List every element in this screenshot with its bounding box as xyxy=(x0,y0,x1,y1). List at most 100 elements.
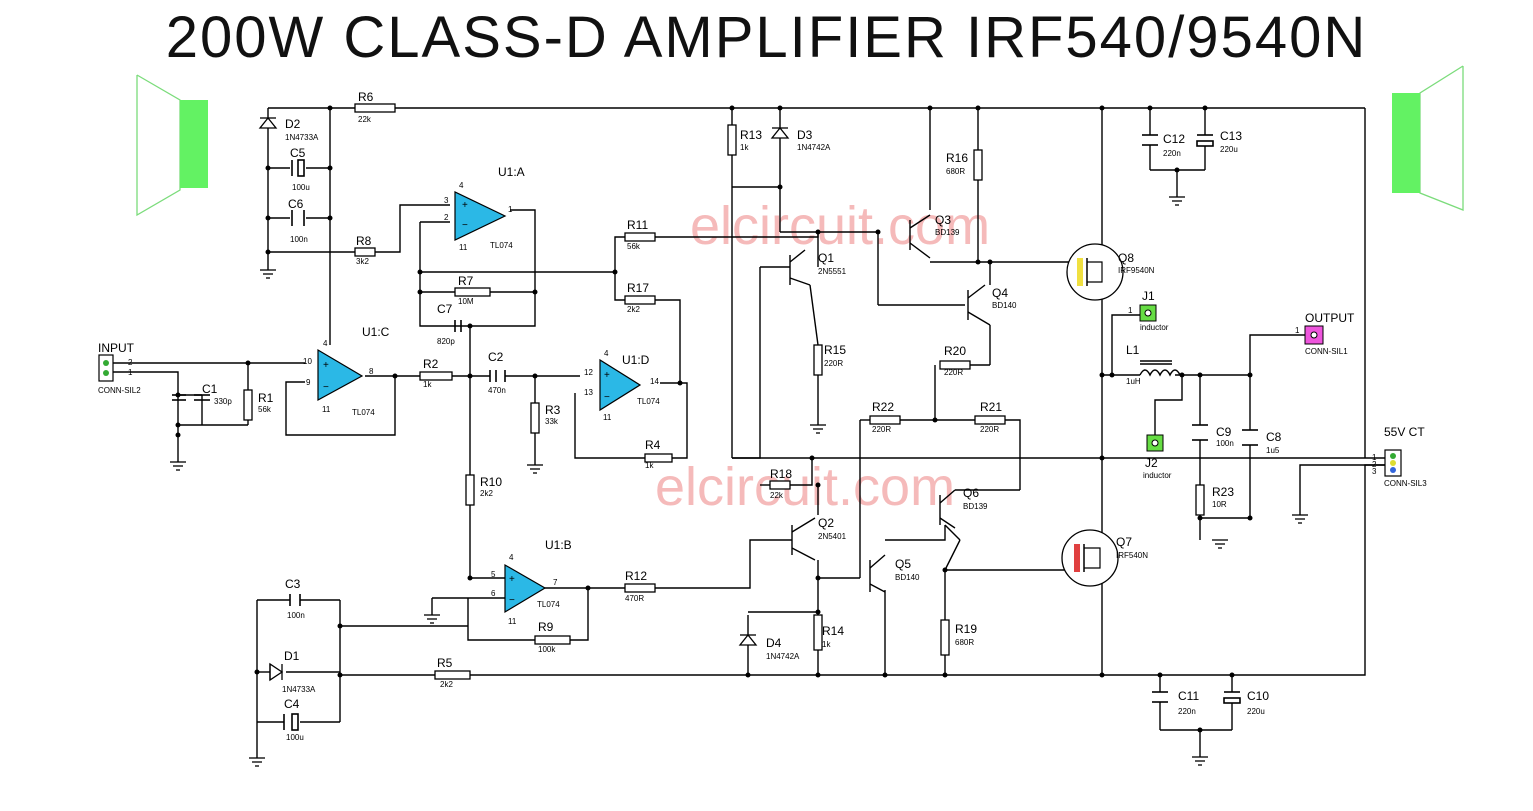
svg-text:11: 11 xyxy=(322,405,331,414)
svg-text:330p: 330p xyxy=(214,397,232,406)
svg-text:+: + xyxy=(509,574,515,585)
svg-text:2: 2 xyxy=(444,213,449,222)
svg-text:1u5: 1u5 xyxy=(1266,446,1280,455)
r8-label: R8 xyxy=(356,234,372,248)
svg-text:BD139: BD139 xyxy=(935,228,960,237)
svg-text:1N4742A: 1N4742A xyxy=(766,652,800,661)
transistors xyxy=(789,214,991,593)
mosfet-q8-icon xyxy=(1066,243,1124,301)
speaker-right-icon xyxy=(1392,65,1464,211)
r2-label: R2 xyxy=(423,357,439,371)
svg-text:+: + xyxy=(604,370,610,381)
c8-label: C8 xyxy=(1266,430,1282,444)
watermark-top: elcircuit.com xyxy=(690,196,990,256)
svg-text:2k2: 2k2 xyxy=(440,680,453,689)
svg-text:IRF540N: IRF540N xyxy=(1116,551,1148,560)
capacitors xyxy=(172,134,1258,731)
r6-label: R6 xyxy=(358,90,374,104)
r16-label: R16 xyxy=(946,151,968,165)
svg-text:1N4733A: 1N4733A xyxy=(282,685,316,694)
svg-text:4: 4 xyxy=(323,339,328,348)
svg-text:2N5401: 2N5401 xyxy=(818,532,847,541)
output-label: OUTPUT xyxy=(1305,311,1355,325)
svg-text:100u: 100u xyxy=(292,183,310,192)
opamp-u1c-icon: + − xyxy=(317,348,364,402)
u1a-label: U1:A xyxy=(498,165,525,179)
r18-label: R18 xyxy=(770,467,792,481)
svg-text:2N5551: 2N5551 xyxy=(818,267,847,276)
svg-text:12: 12 xyxy=(584,368,593,377)
svg-text:2k2: 2k2 xyxy=(480,489,493,498)
r3-label: R3 xyxy=(545,403,561,417)
r12-label: R12 xyxy=(625,569,647,583)
d1-label: D1 xyxy=(284,649,300,663)
svg-text:inductor: inductor xyxy=(1140,323,1169,332)
r23-label: R23 xyxy=(1212,485,1234,499)
svg-text:220u: 220u xyxy=(1220,145,1238,154)
svg-text:10R: 10R xyxy=(1212,500,1227,509)
svg-text:3: 3 xyxy=(444,196,449,205)
svg-text:1: 1 xyxy=(508,205,513,214)
svg-text:22k: 22k xyxy=(770,491,784,500)
svg-text:inductor: inductor xyxy=(1143,471,1172,480)
svg-text:220R: 220R xyxy=(824,359,843,368)
svg-text:220R: 220R xyxy=(872,425,891,434)
r9-label: R9 xyxy=(538,620,554,634)
svg-text:3: 3 xyxy=(1372,467,1377,476)
output-terminal-icon xyxy=(1304,325,1324,345)
q6-label: Q6 xyxy=(963,486,979,500)
resistors xyxy=(243,103,1205,680)
svg-text:1: 1 xyxy=(1295,326,1300,335)
r11-label: R11 xyxy=(627,218,648,232)
svg-text:CONN-SIL1: CONN-SIL1 xyxy=(1305,347,1348,356)
svg-text:−: − xyxy=(462,220,468,231)
svg-text:9: 9 xyxy=(306,378,311,387)
c5-label: C5 xyxy=(290,146,306,160)
c6-label: C6 xyxy=(288,197,304,211)
svg-text:100k: 100k xyxy=(538,645,556,654)
u1d-label: U1:D xyxy=(622,353,650,367)
svg-text:−: − xyxy=(323,382,329,393)
j2-label: J2 xyxy=(1145,456,1158,470)
c9-label: C9 xyxy=(1216,425,1232,439)
svg-text:820p: 820p xyxy=(437,337,455,346)
svg-text:+: + xyxy=(323,360,329,371)
svg-text:TL074: TL074 xyxy=(352,408,375,417)
c1-label: C1 xyxy=(202,382,218,396)
input-connector-icon xyxy=(98,354,114,382)
supply-connector-icon xyxy=(1384,449,1402,477)
svg-text:4: 4 xyxy=(604,349,609,358)
c3-label: C3 xyxy=(285,577,301,591)
c4-label: C4 xyxy=(284,697,300,711)
svg-text:−: − xyxy=(604,392,610,403)
speaker-left-icon xyxy=(136,74,208,217)
svg-text:680R: 680R xyxy=(946,167,965,176)
svg-text:1k: 1k xyxy=(423,380,432,389)
svg-text:4: 4 xyxy=(459,181,464,190)
c13-label: C13 xyxy=(1220,129,1242,143)
q7-label: Q7 xyxy=(1116,535,1132,549)
q5-label: Q5 xyxy=(895,557,911,571)
j1-terminal-icon xyxy=(1139,304,1157,322)
opamp-u1d-icon: + − xyxy=(599,358,642,412)
c10-label: C10 xyxy=(1247,689,1269,703)
svg-text:470n: 470n xyxy=(488,386,506,395)
q4-label: Q4 xyxy=(992,286,1008,300)
svg-text:−: − xyxy=(509,595,515,606)
svg-text:14: 14 xyxy=(650,377,659,386)
svg-text:220R: 220R xyxy=(980,425,999,434)
svg-text:100n: 100n xyxy=(287,611,305,620)
svg-text:CONN-SIL3: CONN-SIL3 xyxy=(1384,479,1427,488)
svg-text:100u: 100u xyxy=(286,733,304,742)
l1-label: L1 xyxy=(1126,343,1140,357)
wiring xyxy=(112,107,1385,758)
input-label: INPUT xyxy=(98,341,135,355)
svg-text:1k: 1k xyxy=(822,640,831,649)
svg-text:8: 8 xyxy=(369,367,374,376)
c2-label: C2 xyxy=(488,350,504,364)
r5-label: R5 xyxy=(437,656,453,670)
svg-text:10: 10 xyxy=(303,357,312,366)
svg-text:5: 5 xyxy=(491,570,496,579)
r13-label: R13 xyxy=(740,128,762,142)
